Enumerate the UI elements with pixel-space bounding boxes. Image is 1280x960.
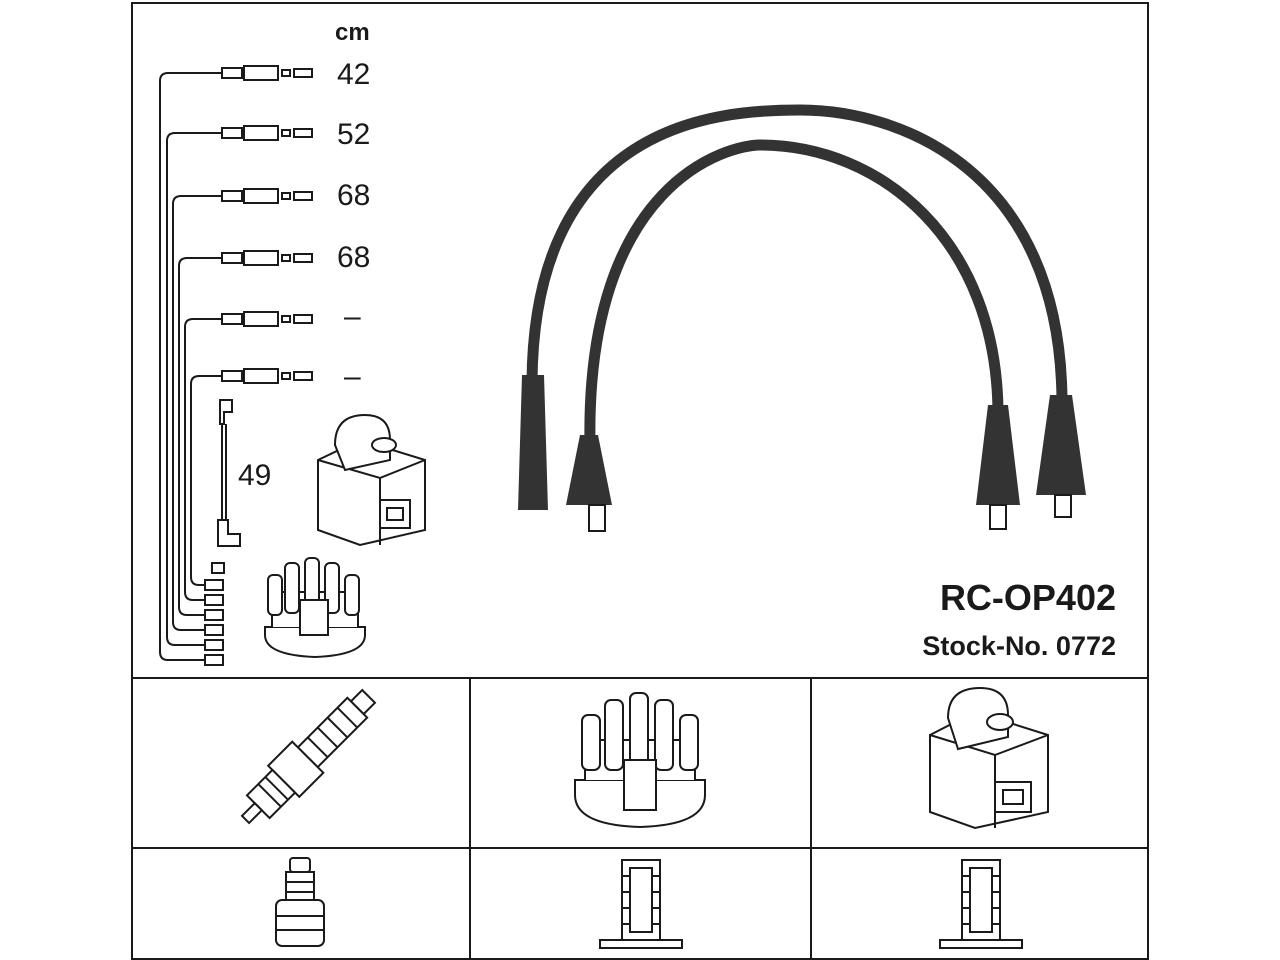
distributor-cap-icon-small [264,557,366,659]
ignition-cable-outer [526,104,1068,401]
spark-plug-icon [240,688,377,825]
distributor-cap-icon [574,692,706,829]
lead-length-2: 52 [337,118,370,151]
spark-plug-terminal-icon [275,857,325,947]
ignition-coil-icon-small [317,413,426,547]
cable-boot-right-inner [976,405,1020,505]
boot-tip-right-inner [989,504,1007,530]
lead-length-3: 68 [337,179,370,212]
lead-connector-6 [221,368,313,384]
coil-lead [217,399,241,547]
lead-connector-1 [221,65,313,81]
boot-tip-right-outer [1054,494,1072,518]
coil-lead-length: 49 [238,459,271,492]
part-number: RC-OP402 [940,577,1116,618]
lead-length-1: 42 [337,58,370,91]
cable-boot-right-outer [1036,395,1086,495]
ignition-coil-icon [929,686,1049,830]
lead-length-6: – [344,360,361,393]
lead-length-5: – [344,300,361,333]
unit-label: cm [335,19,370,46]
lead-connector-5 [221,311,313,327]
diagram-frame [131,2,1149,960]
ignition-cable-inner [584,139,1004,446]
distributor-terminal-icon [599,859,683,949]
distributor-terminals [204,562,225,666]
stock-number: Stock-No. 0772 [922,631,1116,661]
cable-boot-left-outer [518,375,548,510]
boot-tip-left-inner [588,504,606,532]
lead-length-4: 68 [337,241,370,274]
lead-connector-2 [221,125,313,141]
lead-schematic [159,65,313,666]
ignition-cables [518,104,1086,532]
lead-connector-4 [221,250,313,266]
cable-boot-left-inner [566,435,612,505]
lead-connector-3 [221,188,313,204]
coil-terminal-icon [939,859,1023,949]
